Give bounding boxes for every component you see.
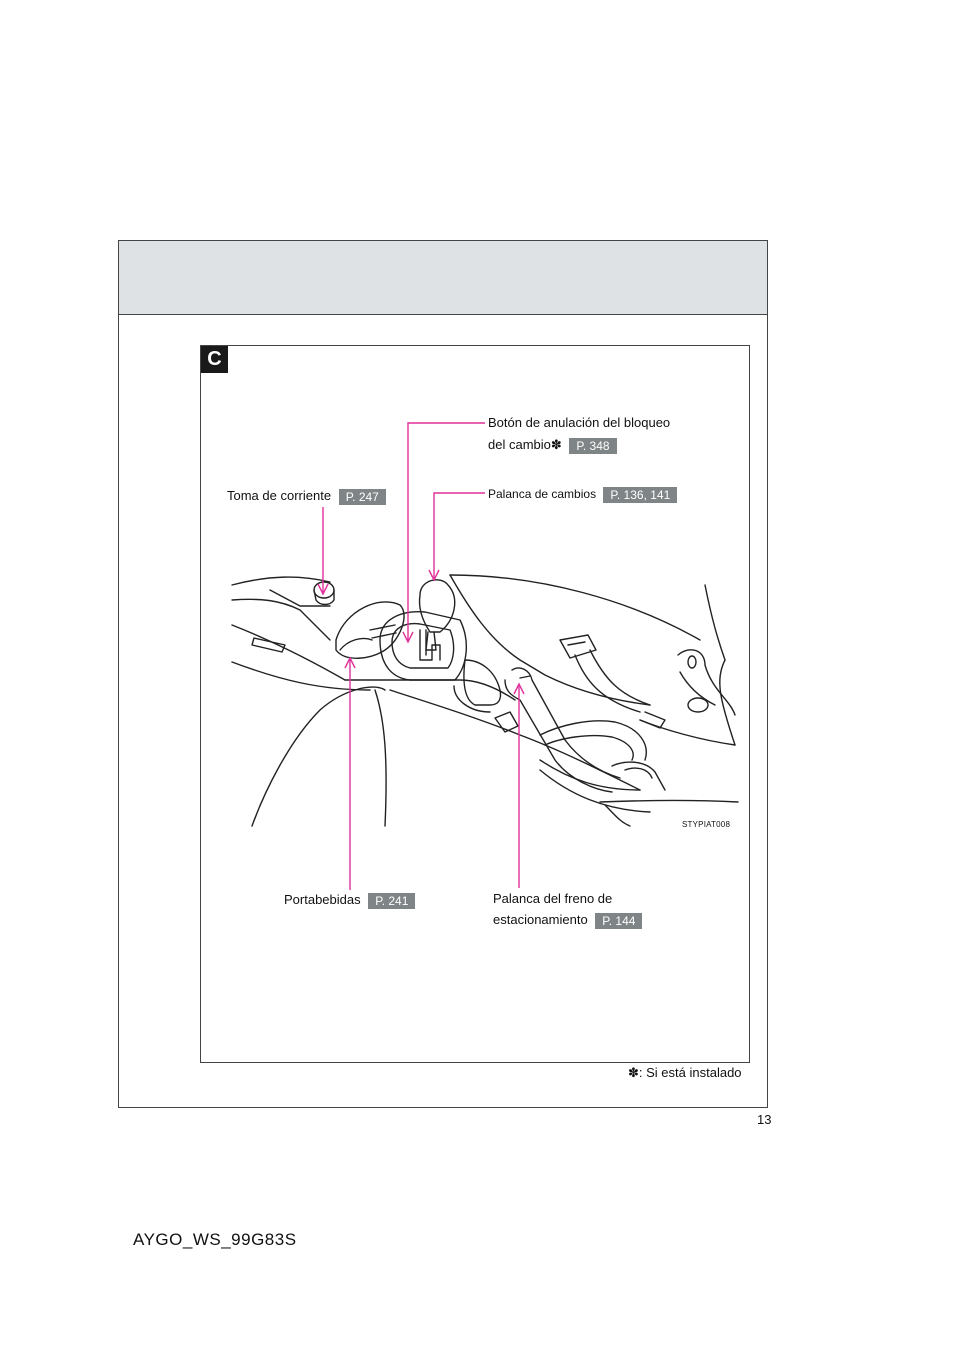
footnote-asterisk-icon: ✽	[550, 437, 562, 452]
shift-lever-label-text: Palanca de cambios	[488, 487, 597, 501]
footnote-symbol-icon: ✽	[628, 1065, 639, 1080]
power-outlet-label-text: Toma de corriente	[227, 488, 332, 503]
illustration-code: STYPIAT008	[682, 820, 731, 829]
override-button-label-text: del cambio	[488, 437, 551, 452]
page-frame	[118, 240, 768, 1108]
parking-brake-label-line1: Palanca del freno de	[493, 891, 613, 906]
parking-brake-page-ref[interactable]: P. 144	[595, 912, 643, 929]
override-button-label-line2: del cambio✽ P. 348	[488, 436, 617, 454]
section-badge: C	[201, 346, 228, 373]
page-header-band	[119, 241, 767, 315]
override-button-page-ref[interactable]: P. 348	[569, 437, 617, 454]
power-outlet-label: Toma de corriente P. 247	[227, 487, 386, 505]
parking-brake-label-text: estacionamiento	[493, 912, 588, 927]
parking-brake-label-line2: estacionamiento P. 144	[493, 911, 643, 929]
footnote: ✽: Si está instalado	[628, 1065, 742, 1081]
document-code: AYGO_WS_99G83S	[133, 1230, 297, 1249]
cup-holders-page-ref[interactable]: P. 241	[368, 892, 416, 909]
footnote-text: : Si está instalado	[638, 1065, 742, 1080]
shift-lever-label: Palanca de cambios P. 136, 141	[488, 485, 678, 503]
override-button-label-line1: Botón de anulación del bloqueo	[488, 415, 671, 430]
power-outlet-page-ref[interactable]: P. 247	[338, 488, 386, 505]
figure-box	[200, 345, 750, 1063]
cup-holders-label-text: Portabebidas	[284, 892, 361, 907]
cup-holders-label: Portabebidas P. 241	[284, 891, 416, 909]
shift-lever-page-ref[interactable]: P. 136, 141	[603, 486, 678, 503]
page-number: 13	[757, 1112, 772, 1127]
